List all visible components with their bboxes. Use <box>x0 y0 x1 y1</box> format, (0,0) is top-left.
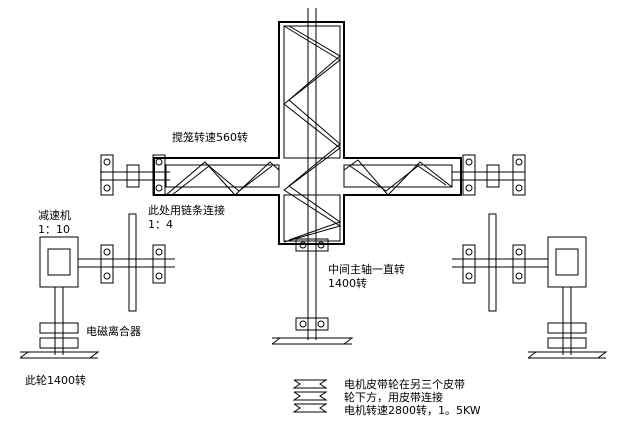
left-reducer-box <box>39 236 79 288</box>
main-shaft-top-bearing <box>295 238 329 252</box>
right-horizontal-shaft-assembly <box>452 154 526 196</box>
left-reducer-bearing <box>100 244 114 284</box>
main-shaft-label-line2: 1400转 <box>328 276 367 290</box>
right-reducer-box <box>547 236 587 288</box>
left-chain-sprocket <box>128 213 137 312</box>
labels: 搅笼转速560转 此处用链条连接 1：4 减速机 1：10 电磁离合器 此轮14… <box>25 130 481 417</box>
left-horizontal-shaft-assembly <box>100 154 170 196</box>
left-motor-pulley-lower <box>39 337 79 349</box>
cage-vertical-zigzag <box>283 25 342 243</box>
chain-ratio-label: 1：4 <box>148 218 173 231</box>
left-reducer-window <box>47 248 71 276</box>
reducer-ratio-label: 1：10 <box>38 223 70 236</box>
clutch-label: 电磁离合器 <box>86 324 141 338</box>
cage-left-zigzag-2 <box>171 165 273 196</box>
right-reducer-window <box>555 248 579 276</box>
right-clutch-bearing <box>462 244 476 284</box>
right-reducer-bearing <box>512 244 526 284</box>
right-motor-pulley-lower <box>547 337 587 349</box>
cage-outline <box>153 21 462 245</box>
cage-left-arm-inner <box>165 164 280 188</box>
cage-right-zigzag <box>343 159 453 196</box>
wheel-speed-label: 此轮1400转 <box>25 373 86 387</box>
left-drive-base <box>19 351 100 359</box>
left-bearing-inner <box>152 154 166 196</box>
left-motor-pulley-upper <box>39 322 79 334</box>
main-shaft-lower-bearing <box>295 317 329 331</box>
motor-note-line2: 轮下方，用皮带连接 <box>344 390 443 404</box>
left-bearing-outer <box>100 154 114 196</box>
right-drive-base <box>527 351 608 359</box>
right-bearing-inner <box>462 154 476 196</box>
cage-speed-label: 搅笼转速560转 <box>172 130 248 144</box>
cage-inner-frame-top <box>283 25 341 159</box>
right-coupling <box>486 164 500 188</box>
main-shaft <box>271 8 354 345</box>
left-drive-assembly <box>19 213 175 359</box>
motor-belt-pulley-symbol <box>292 379 328 413</box>
reducer-label: 减速机 <box>38 208 71 222</box>
right-chain-sprocket <box>488 213 497 312</box>
cage-left-zigzag <box>165 161 280 196</box>
main-shaft-label-line1: 中间主轴一直转 <box>328 262 405 276</box>
cage-right-zigzag-2 <box>349 165 447 192</box>
stirring-cage-cross <box>153 21 462 245</box>
right-motor-pulley-upper <box>547 322 587 334</box>
right-bearing-outer <box>512 154 526 196</box>
cage-inner-frame-bottom <box>283 194 341 242</box>
motor-note-line1: 电机皮带轮在另三个皮带 <box>344 377 465 391</box>
cage-vertical-zigzag-2 <box>288 25 342 241</box>
right-drive-assembly <box>452 213 608 359</box>
main-shaft-base <box>271 337 354 345</box>
left-clutch-bearing <box>152 244 166 284</box>
motor-note-line3: 电机转速2800转，1。5KW <box>344 403 481 417</box>
chain-note-label: 此处用链条连接 <box>148 203 225 217</box>
cage-right-arm-inner <box>343 164 453 188</box>
left-coupling <box>126 164 140 188</box>
